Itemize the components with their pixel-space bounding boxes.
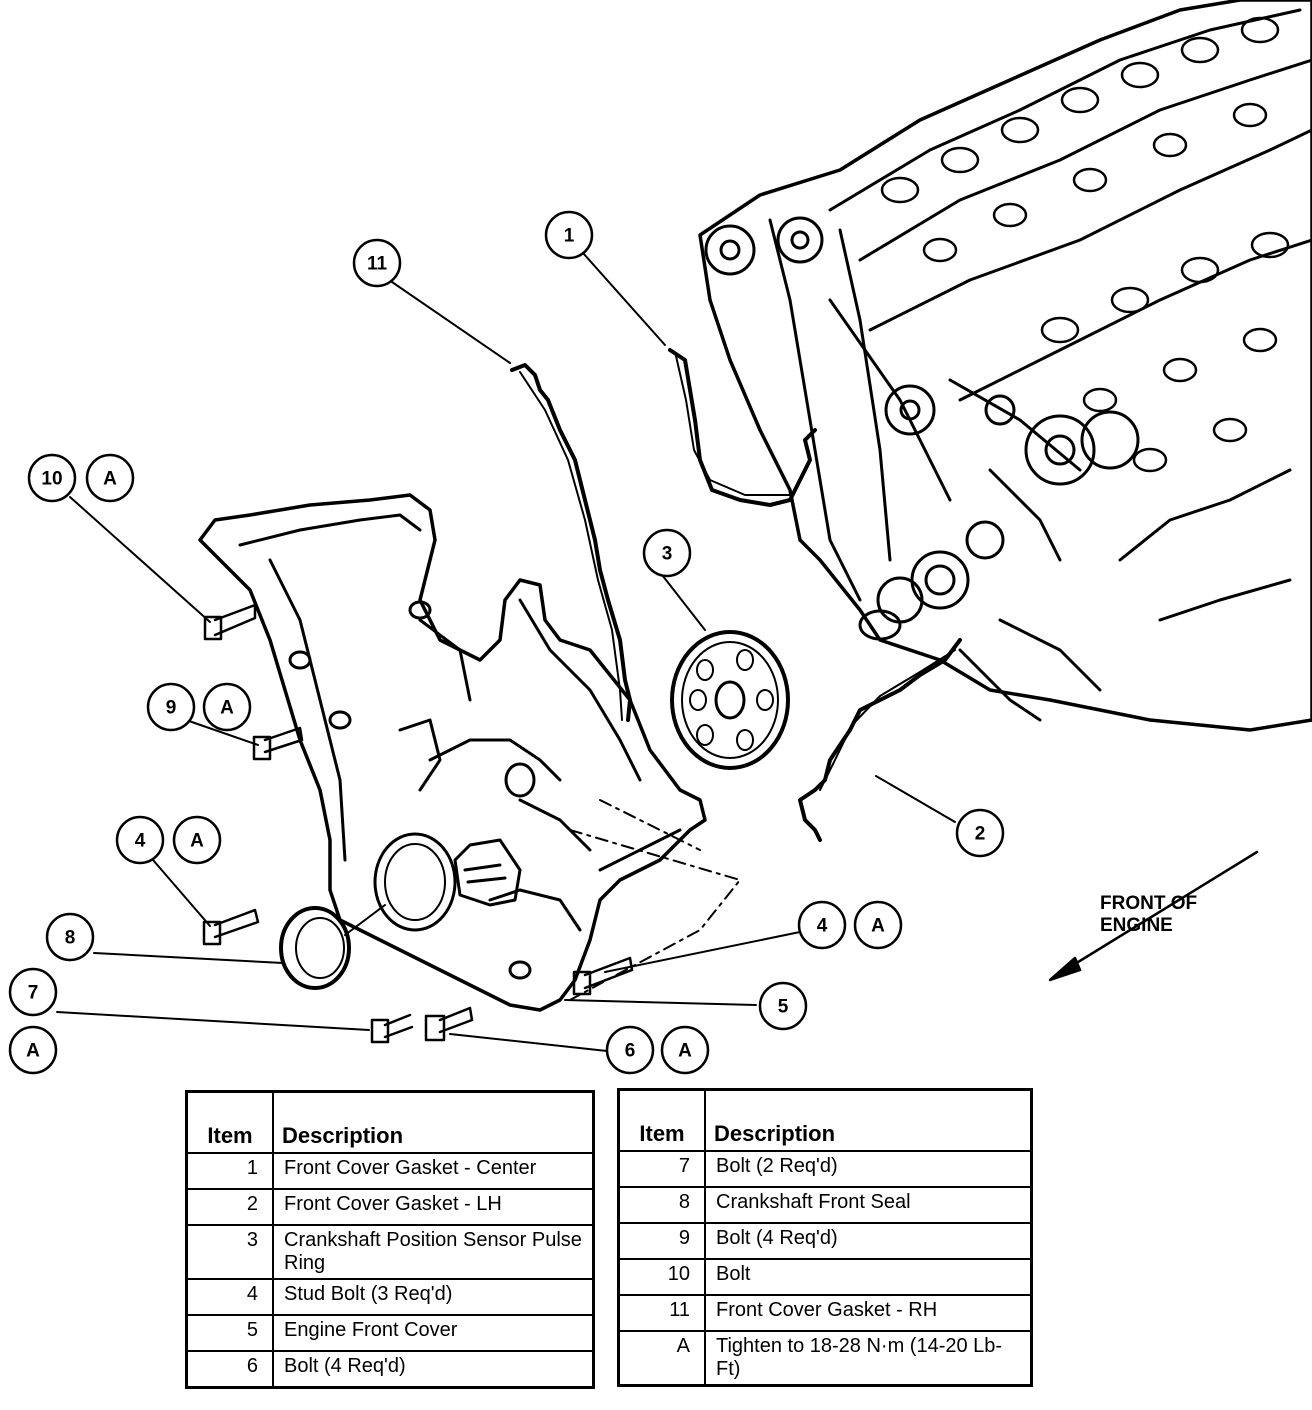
item-description: Bolt (2 Req'd) bbox=[704, 1150, 1033, 1188]
front-of-engine-label: FRONT OF ENGINE bbox=[1100, 893, 1197, 937]
callout-a-6: A bbox=[678, 1041, 692, 1062]
item-number: 6 bbox=[185, 1350, 274, 1389]
column-header-item: Item bbox=[617, 1088, 706, 1152]
item-number: 9 bbox=[617, 1222, 706, 1260]
item-number: 2 bbox=[185, 1188, 274, 1226]
stud-bolt-4-left bbox=[202, 908, 260, 946]
callout-a-9: A bbox=[220, 698, 234, 719]
item-description: Front Cover Gasket - LH bbox=[272, 1188, 595, 1226]
column-header-item: Item bbox=[185, 1090, 274, 1154]
item-number: 10 bbox=[617, 1258, 706, 1296]
table-row: 6 Bolt (4 Req'd) bbox=[185, 1350, 595, 1389]
front-label-line-2: ENGINE bbox=[1100, 915, 1173, 936]
front-of-engine-arrow bbox=[1048, 850, 1259, 982]
bolt-7 bbox=[370, 1013, 414, 1044]
item-number: 1 bbox=[185, 1152, 274, 1190]
table-row: 1 Front Cover Gasket - Center bbox=[185, 1152, 595, 1190]
crankshaft-front-seal bbox=[279, 904, 386, 990]
crankshaft-position-sensor-pulse-ring bbox=[670, 630, 790, 770]
callouts bbox=[8, 210, 1005, 1075]
table-row: 10 Bolt bbox=[617, 1258, 1033, 1296]
callout-1: 1 bbox=[564, 226, 575, 247]
callout-6: 6 bbox=[625, 1041, 636, 1062]
column-header-description: Description bbox=[704, 1088, 1033, 1152]
stud-bolt-4-right bbox=[572, 956, 634, 996]
callout-2: 2 bbox=[975, 824, 986, 845]
callout-7: 7 bbox=[28, 983, 39, 1004]
item-number: 3 bbox=[185, 1224, 274, 1280]
front-label-line-1: FRONT OF bbox=[1100, 893, 1198, 914]
item-number: A bbox=[617, 1330, 706, 1387]
front-cover-gasket-lh bbox=[798, 638, 962, 842]
front-cover-gasket-center bbox=[668, 348, 817, 507]
callout-a-10: A bbox=[103, 469, 117, 490]
item-description: Bolt bbox=[704, 1258, 1033, 1296]
legend-table-right: Item Description 7 Bolt (2 Req'd) 8 Cran… bbox=[617, 1088, 1033, 1387]
item-number: 4 bbox=[185, 1278, 274, 1316]
callout-11: 11 bbox=[367, 254, 388, 275]
callout-4-right: 4 bbox=[817, 916, 828, 937]
item-number: 5 bbox=[185, 1314, 274, 1352]
callout-a-4-left: A bbox=[190, 831, 204, 852]
bolt-9 bbox=[252, 726, 304, 761]
table-row: 5 Engine Front Cover bbox=[185, 1314, 595, 1352]
callout-a-4-right: A bbox=[871, 916, 885, 937]
item-description: Engine Front Cover bbox=[272, 1314, 595, 1352]
bolt-6 bbox=[424, 1006, 474, 1042]
table-row: A Tighten to 18-28 N·m (14-20 Lb-Ft) bbox=[617, 1330, 1033, 1387]
callout-a-7: A bbox=[26, 1041, 40, 1062]
engine-block-drawing bbox=[698, 0, 1312, 732]
item-description: Bolt (4 Req'd) bbox=[272, 1350, 595, 1389]
callout-8: 8 bbox=[65, 928, 76, 949]
item-description: Crankshaft Position Sensor Pulse Ring bbox=[272, 1224, 595, 1280]
item-number: 11 bbox=[617, 1294, 706, 1332]
table-row: 9 Bolt (4 Req'd) bbox=[617, 1222, 1033, 1260]
item-number: 7 bbox=[617, 1150, 706, 1188]
table-row: 4 Stud Bolt (3 Req'd) bbox=[185, 1278, 595, 1316]
item-description: Bolt (4 Req'd) bbox=[704, 1222, 1033, 1260]
callout-5: 5 bbox=[778, 997, 789, 1018]
item-number: 8 bbox=[617, 1186, 706, 1224]
table-row: 2 Front Cover Gasket - LH bbox=[185, 1188, 595, 1226]
item-description: Front Cover Gasket - RH bbox=[704, 1294, 1033, 1332]
bolt-10 bbox=[203, 603, 257, 641]
table-row: 7 Bolt (2 Req'd) bbox=[617, 1150, 1033, 1188]
table-row: 11 Front Cover Gasket - RH bbox=[617, 1294, 1033, 1332]
table-row: 8 Crankshaft Front Seal bbox=[617, 1186, 1033, 1224]
item-description: Stud Bolt (3 Req'd) bbox=[272, 1278, 595, 1316]
callout-3: 3 bbox=[662, 544, 673, 565]
leader-lines bbox=[56, 252, 956, 1052]
front-cover-gasket-rh bbox=[510, 363, 632, 722]
column-header-description: Description bbox=[272, 1090, 595, 1154]
item-description: Tighten to 18-28 N·m (14-20 Lb-Ft) bbox=[704, 1330, 1033, 1387]
item-description: Front Cover Gasket - Center bbox=[272, 1152, 595, 1190]
callout-10: 10 bbox=[41, 469, 62, 490]
table-row: 3 Crankshaft Position Sensor Pulse Ring bbox=[185, 1224, 595, 1280]
callout-4-left: 4 bbox=[135, 831, 146, 852]
legend-table-left: Item Description 1 Front Cover Gasket - … bbox=[185, 1090, 595, 1389]
callout-9: 9 bbox=[166, 698, 177, 719]
item-description: Crankshaft Front Seal bbox=[704, 1186, 1033, 1224]
